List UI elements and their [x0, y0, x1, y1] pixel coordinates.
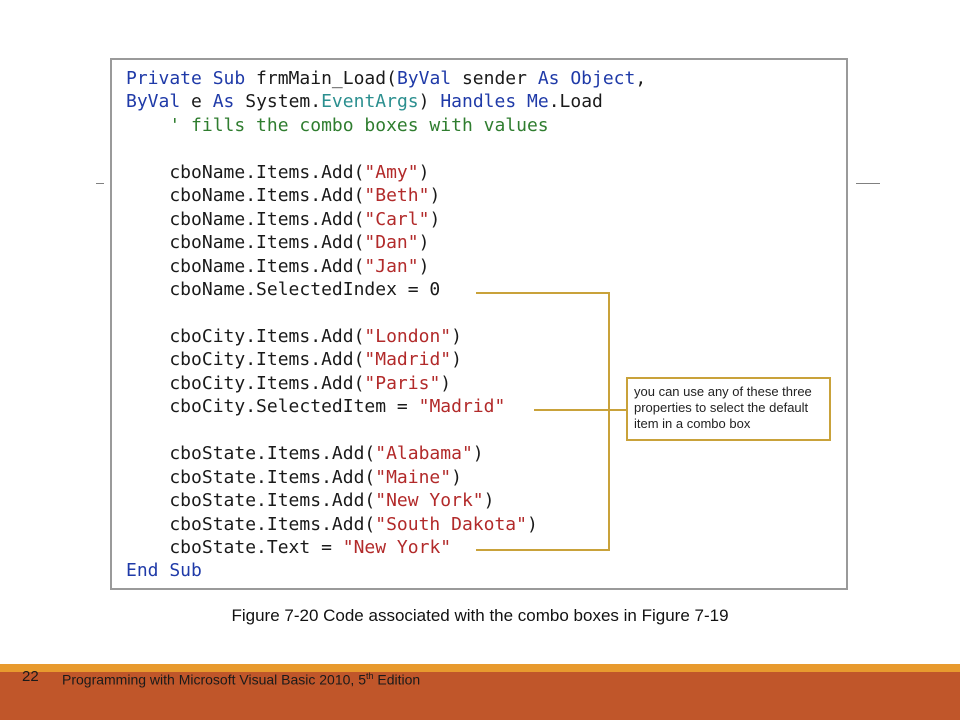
code-token: Handles Me	[440, 91, 549, 113]
code-line: ' fills the combo boxes with values	[126, 114, 549, 137]
code-token: cboState.Items.Add(	[126, 513, 376, 535]
code-token: "Madrid"	[364, 349, 452, 371]
code-token: "Maine"	[375, 466, 452, 488]
code-token: ByVal	[126, 91, 181, 113]
code-token: cboName.Items.Add(	[126, 185, 365, 207]
code-token: "Madrid"	[418, 396, 506, 418]
code-token: As Object	[537, 68, 636, 89]
page-number: 22	[22, 668, 39, 685]
code-token: cboState.Items.Add(	[126, 443, 376, 465]
code-line: cboState.Items.Add("South Dakota")	[126, 513, 538, 536]
code-token: cboName.SelectedIndex = 0	[126, 279, 441, 301]
code-token: )	[451, 466, 462, 488]
code-token: cboState.Text =	[126, 537, 343, 558]
code-token: ,	[635, 68, 647, 89]
code-token: sender	[451, 68, 538, 89]
code-token: cboState.Items.Add(	[126, 466, 376, 488]
code-token: ByVal	[396, 68, 452, 89]
code-token: "Beth"	[364, 185, 430, 207]
footer-bar	[0, 672, 960, 720]
code-token: System.	[234, 91, 322, 113]
code-line: cboCity.Items.Add("London")	[126, 325, 462, 348]
figure-caption: Figure 7-20 Code associated with the com…	[231, 606, 729, 625]
code-token: )	[451, 349, 462, 371]
code-token: "Dan"	[364, 232, 419, 254]
code-token: "Carl"	[364, 208, 430, 230]
code-line: cboName.Items.Add("Amy")	[126, 161, 429, 184]
code-token: "Jan"	[364, 255, 419, 277]
code-line: cboName.Items.Add("Jan")	[126, 255, 429, 278]
connector-vertical	[608, 292, 610, 550]
code-token: "Paris"	[364, 372, 441, 394]
code-token: )	[483, 490, 495, 512]
code-line: cboState.Items.Add("New York")	[126, 489, 494, 512]
footer-accent-bar	[0, 664, 960, 672]
code-token: frmMain_Load(	[256, 68, 397, 89]
footer-title-main: Programming with Microsoft Visual Basic …	[62, 671, 366, 688]
code-line: cboCity.Items.Add("Madrid")	[126, 348, 462, 371]
code-token: )	[418, 255, 430, 277]
code-token: End Sub	[126, 560, 202, 582]
code-token: )	[418, 161, 430, 183]
footer-title-end: Edition	[373, 671, 421, 688]
code-token: )	[418, 91, 441, 113]
code-figure: Private Sub frmMain_Load(ByVal sender As…	[110, 58, 848, 590]
code-token: EventArgs	[321, 91, 419, 113]
code-token: cboState.Items.Add(	[126, 490, 376, 512]
code-line: ByVal e As System.EventArgs) Handles Me.…	[126, 90, 603, 113]
code-token: "South Dakota"	[375, 513, 527, 535]
code-token: )	[440, 372, 452, 394]
code-line: cboState.Items.Add("Alabama")	[126, 442, 484, 465]
footer-title-sup: th	[365, 671, 374, 681]
code-token: cboName.Items.Add(	[126, 208, 365, 230]
code-token: cboName.Items.Add(	[126, 255, 365, 277]
code-token: )	[429, 185, 441, 207]
code-line: cboName.Items.Add("Carl")	[126, 208, 440, 231]
code-token: As	[212, 91, 235, 113]
code-line: cboState.Text = "New York"	[126, 536, 451, 559]
footer-title: Programming with Microsoft Visual Basic …	[62, 671, 420, 688]
code-line: cboCity.Items.Add("Paris")	[126, 372, 451, 395]
code-token: )	[472, 443, 484, 465]
code-line: End Sub	[126, 559, 202, 582]
code-token: "New York"	[342, 537, 452, 558]
connector-selectedindex	[476, 292, 610, 294]
code-token: cboCity.Items.Add(	[126, 349, 365, 371]
callout-note: you can use any of these three propertie…	[626, 377, 831, 441]
code-line: Private Sub frmMain_Load(ByVal sender As…	[126, 67, 646, 90]
code-token: "Alabama"	[375, 443, 473, 465]
code-token: cboCity.Items.Add(	[126, 372, 365, 394]
connector-to-callout	[608, 409, 628, 411]
code-token: )	[451, 325, 462, 347]
code-token: cboName.Items.Add(	[126, 161, 365, 183]
code-line: cboName.Items.Add("Dan")	[126, 231, 429, 254]
code-token: cboCity.Items.Add(	[126, 325, 365, 347]
code-token: ' fills the combo boxes with values	[126, 114, 549, 136]
connector-text	[476, 549, 610, 551]
code-line: cboName.SelectedIndex = 0	[126, 278, 440, 301]
code-token: "New York"	[375, 490, 484, 512]
code-line: cboState.Items.Add("Maine")	[126, 466, 462, 489]
code-token: Private Sub	[126, 68, 257, 89]
code-token: )	[429, 208, 441, 230]
code-token: e	[180, 91, 213, 113]
connector-selecteditem	[534, 409, 628, 411]
code-token: )	[526, 513, 538, 535]
code-token: .Load	[548, 91, 603, 113]
title-rule-left	[96, 183, 104, 184]
code-listing: Private Sub frmMain_Load(ByVal sender As…	[112, 60, 846, 588]
code-token: cboCity.SelectedItem =	[126, 396, 419, 418]
code-line: cboName.Items.Add("Beth")	[126, 184, 440, 207]
code-token: "London"	[364, 325, 452, 347]
title-rule-right	[856, 183, 880, 184]
code-token: )	[418, 232, 430, 254]
code-line: cboCity.SelectedItem = "Madrid"	[126, 395, 505, 418]
code-token: cboName.Items.Add(	[126, 232, 365, 254]
code-token: "Amy"	[364, 161, 419, 183]
